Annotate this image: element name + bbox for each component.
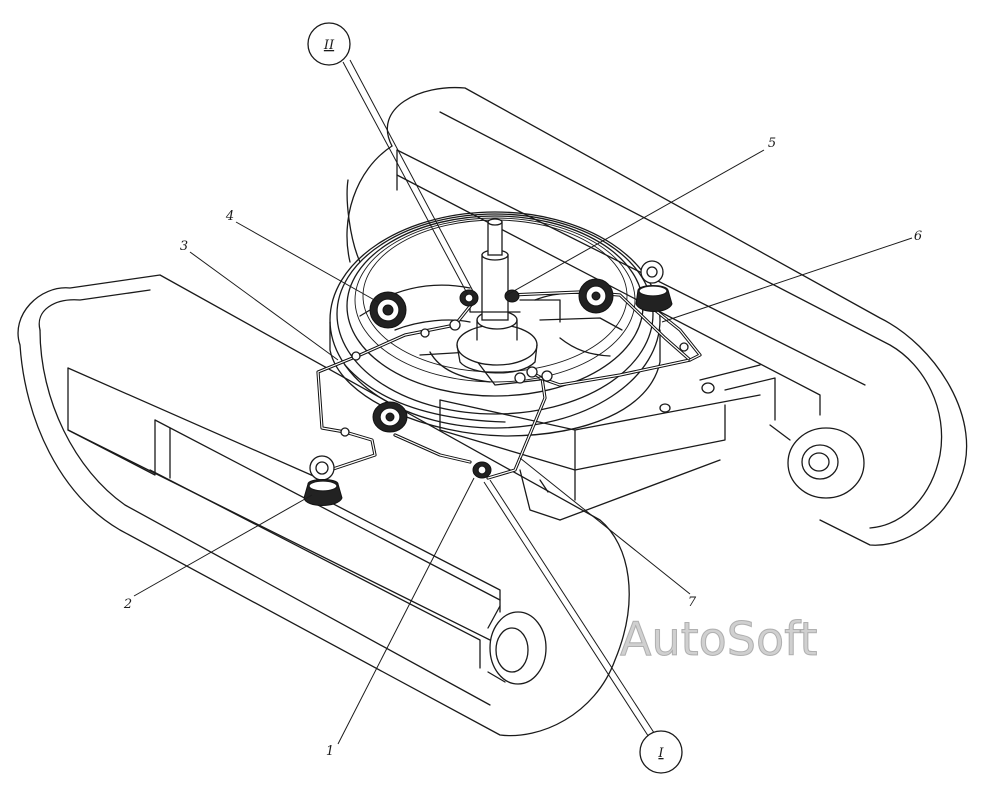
detail-label-II: II — [323, 38, 335, 53]
lubricator-right — [578, 278, 614, 314]
detail-callout-I: I — [639, 730, 683, 774]
front-idler-wheel — [487, 605, 547, 685]
front-track — [17, 274, 630, 737]
callout-7: 7 — [688, 595, 697, 610]
callout-1: 1 — [326, 744, 334, 759]
callout-3: 3 — [180, 239, 188, 254]
callout-5: 5 — [768, 136, 776, 151]
lubricator-4 — [359, 291, 407, 329]
callout-2: 2 — [123, 597, 132, 612]
nipple-II — [459, 289, 479, 307]
rear-track — [346, 86, 968, 546]
nipple-I — [472, 461, 492, 479]
undercarriage-frame — [439, 364, 776, 521]
leader-lines — [133, 59, 913, 746]
callout-6: 6 — [914, 229, 922, 244]
grease-fitting-6 — [635, 260, 673, 312]
lubricator-front — [372, 401, 408, 433]
rear-idler-wheel — [769, 424, 865, 499]
watermark: AutoSoft — [620, 612, 819, 667]
central-hub — [456, 218, 561, 374]
slewing-ring — [329, 211, 661, 437]
callout-4: 4 — [225, 209, 234, 224]
detail-callout-II: II — [307, 22, 351, 66]
grease-fitting-2 — [303, 455, 343, 506]
detail-label-I: I — [657, 746, 664, 761]
